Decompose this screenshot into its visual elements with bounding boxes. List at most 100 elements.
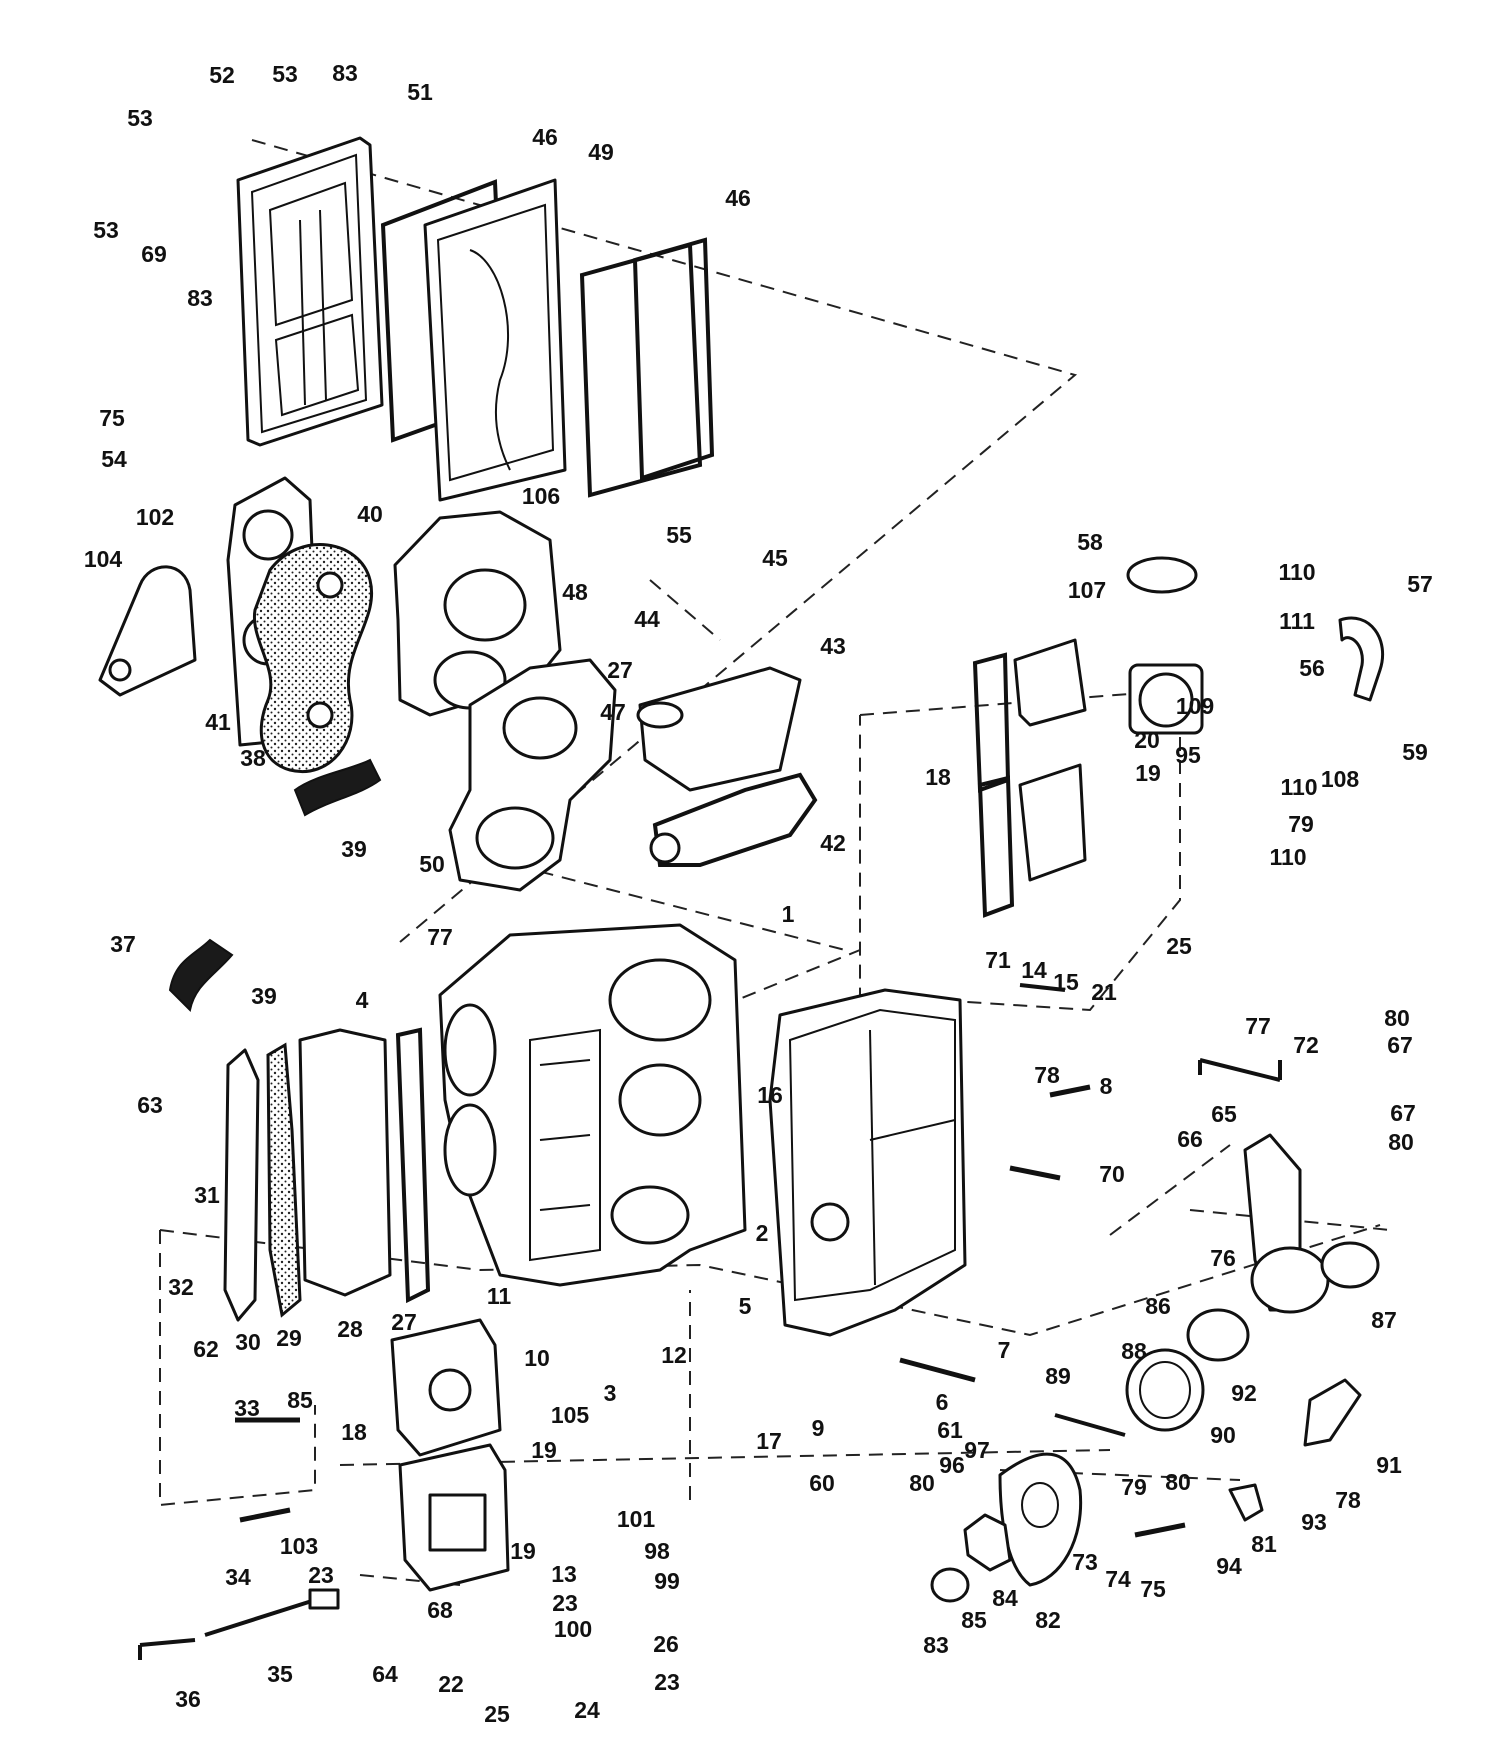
part-callout-57: 57	[1407, 571, 1433, 597]
part-callout-79: 79	[1121, 1474, 1147, 1500]
part-callout-109: 109	[1176, 693, 1214, 719]
part-callout-18: 18	[925, 764, 951, 790]
part-callout-85: 85	[287, 1387, 313, 1413]
fuel-pump-assembly	[1126, 556, 1385, 735]
part-callout-19: 19	[531, 1437, 557, 1463]
part-callout-13: 13	[551, 1561, 577, 1587]
part-callout-90: 90	[1210, 1422, 1236, 1448]
part-callout-87: 87	[1371, 1307, 1397, 1333]
reed-valve-plates	[972, 638, 1087, 918]
part-callout-23: 23	[654, 1669, 680, 1695]
part-callout-23: 23	[308, 1562, 334, 1588]
part-callout-35: 35	[267, 1661, 293, 1687]
part-callout-2: 2	[756, 1220, 769, 1246]
part-callout-104: 104	[84, 546, 123, 572]
part-callout-6: 6	[936, 1389, 949, 1415]
part-callout-11: 11	[487, 1283, 512, 1309]
carburetor-assembly	[390, 1318, 510, 1592]
part-callout-62: 62	[193, 1336, 219, 1362]
part-callout-25: 25	[1166, 933, 1192, 959]
part-callout-66: 66	[1177, 1126, 1203, 1152]
part-callout-83: 83	[187, 285, 213, 311]
part-callout-103: 103	[280, 1533, 318, 1559]
part-callout-80: 80	[1384, 1005, 1410, 1031]
part-callout-46: 46	[532, 124, 558, 150]
part-callout-93: 93	[1301, 1509, 1327, 1535]
part-callout-32: 32	[168, 1274, 194, 1300]
part-callout-77: 77	[1245, 1013, 1271, 1039]
part-callout-88: 88	[1121, 1338, 1147, 1364]
part-callout-60: 60	[809, 1470, 835, 1496]
part-callout-64: 64	[372, 1661, 398, 1687]
part-callout-53: 53	[93, 217, 119, 243]
part-callout-4: 4	[356, 987, 369, 1013]
cylinder-block	[438, 923, 747, 1287]
part-callout-54: 54	[101, 446, 127, 472]
part-callout-28: 28	[337, 1316, 363, 1342]
part-callout-51: 51	[407, 79, 433, 105]
part-callout-31: 31	[194, 1182, 220, 1208]
part-callout-25: 25	[484, 1701, 510, 1727]
part-callout-44: 44	[634, 606, 660, 632]
part-callout-67: 67	[1390, 1100, 1416, 1126]
part-callout-23: 23	[552, 1590, 578, 1616]
part-callout-74: 74	[1105, 1566, 1131, 1592]
part-callout-36: 36	[175, 1686, 201, 1712]
part-callout-27: 27	[391, 1309, 417, 1335]
part-callout-75: 75	[1140, 1576, 1166, 1602]
throttle-and-timing-linkage	[930, 1133, 1380, 1603]
part-callout-105: 105	[551, 1402, 590, 1428]
part-callout-48: 48	[562, 579, 588, 605]
part-callout-68: 68	[427, 1597, 453, 1623]
part-callout-49: 49	[588, 139, 614, 165]
part-callout-96: 96	[939, 1452, 965, 1478]
part-callout-39: 39	[341, 836, 367, 862]
crankcase-cover-gasket-set	[393, 510, 617, 892]
part-callout-7: 7	[998, 1337, 1011, 1363]
bypass-cover-and-gasket	[636, 666, 818, 867]
part-callout-39: 39	[251, 983, 277, 1009]
part-callout-75: 75	[99, 405, 125, 431]
part-callout-33: 33	[234, 1395, 260, 1421]
part-callout-80: 80	[1165, 1469, 1191, 1495]
part-callout-78: 78	[1335, 1487, 1361, 1513]
part-callout-58: 58	[1077, 529, 1103, 555]
part-callout-111: 111	[1279, 608, 1315, 634]
part-callout-80: 80	[1388, 1129, 1414, 1155]
crankcase-half	[768, 988, 967, 1337]
part-callout-5: 5	[739, 1293, 752, 1319]
part-callout-101: 101	[617, 1506, 656, 1532]
part-callout-38: 38	[240, 745, 266, 771]
part-callout-12: 12	[661, 1342, 687, 1368]
part-callout-69: 69	[141, 241, 167, 267]
part-callout-20: 20	[1134, 727, 1160, 753]
part-callout-14: 14	[1021, 957, 1047, 983]
part-callout-80: 80	[909, 1470, 935, 1496]
part-callout-94: 94	[1216, 1553, 1242, 1579]
part-callout-19: 19	[510, 1538, 536, 1564]
part-callout-56: 56	[1299, 655, 1325, 681]
part-callout-78: 78	[1034, 1062, 1060, 1088]
part-callout-86: 86	[1145, 1293, 1171, 1319]
part-callout-71: 71	[985, 947, 1011, 973]
part-callout-45: 45	[762, 545, 788, 571]
part-callout-91: 91	[1376, 1452, 1402, 1478]
part-callout-41: 41	[205, 709, 231, 735]
part-callout-18: 18	[341, 1419, 367, 1445]
part-callout-102: 102	[136, 504, 174, 530]
part-callout-65: 65	[1211, 1101, 1237, 1127]
part-callout-81: 81	[1251, 1531, 1277, 1557]
part-callout-98: 98	[644, 1538, 670, 1564]
part-callout-99: 99	[654, 1568, 680, 1594]
part-callout-47: 47	[600, 699, 626, 725]
part-callout-43: 43	[820, 633, 846, 659]
part-callout-27: 27	[607, 657, 633, 683]
part-callout-63: 63	[137, 1092, 163, 1118]
part-callout-26: 26	[653, 1631, 679, 1657]
fasteners	[235, 983, 1282, 1538]
part-callout-110: 110	[1269, 844, 1306, 870]
part-callout-76: 76	[1210, 1245, 1236, 1271]
part-callout-83: 83	[923, 1632, 949, 1658]
part-callout-24: 24	[574, 1697, 600, 1723]
